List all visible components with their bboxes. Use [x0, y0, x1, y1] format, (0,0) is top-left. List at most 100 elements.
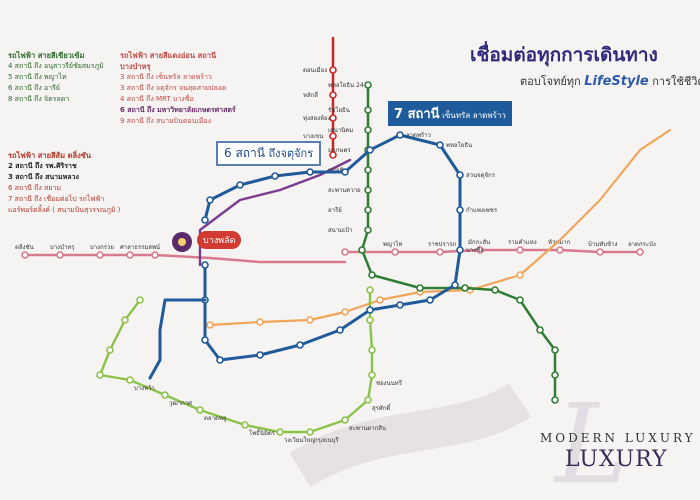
sukhumvit-line-station [551, 346, 559, 354]
orange-line-station [306, 316, 314, 324]
mrt-blue-station [366, 306, 374, 314]
mrt-blue-station [236, 181, 244, 189]
pink-line-station [126, 251, 134, 259]
legend-item: 2 สถานี ถึง รพ.ศิริราช [8, 162, 77, 170]
airport-link-station [476, 246, 484, 254]
station-label: วุฒากาศ [169, 400, 192, 407]
station-label: ทุ่งสองห้อง [303, 115, 331, 122]
mrt-blue-station [436, 141, 444, 149]
mrt-blue-station [396, 131, 404, 139]
red-line-station [329, 132, 337, 140]
station-label: บางเขน [303, 133, 323, 140]
silom-line-path [98, 288, 374, 434]
sukhumvit-line-station [364, 81, 372, 89]
legend-item: 4 สถานี ถึง MRT บางซื่อ [120, 95, 194, 103]
mrt-blue-branch-path [148, 298, 207, 380]
sukhumvit-line-station [364, 186, 372, 194]
legend-item: 6 สถานี ถึง มหาวิทยาลัยเกษตรศาสตร์ [120, 106, 236, 114]
silom-line-station [366, 286, 374, 294]
mrt-blue-station [296, 341, 304, 349]
legend-orange-line: รถไฟฟ้า สายสีส้ม ตลิ่งชัน 2 สถานี ถึง รพ… [8, 150, 208, 216]
silom-line-station [306, 428, 314, 436]
station-label: สนามเป้า [328, 227, 352, 234]
legend-item: แอร์พอร์ตลิ้งค์ ( สนามบินสุวรรณภูมิ ) [8, 206, 121, 214]
silom-line-station [368, 346, 376, 354]
silom-line-station [136, 296, 144, 304]
red-line-station [329, 151, 337, 159]
orange-line-station [206, 321, 214, 329]
station-label: ตลิ่งชัน [15, 243, 34, 251]
callout-chatuchak: 6 สถานี ถึงจตุจักร [216, 141, 322, 166]
sukhumvit-line-station [551, 371, 559, 379]
mrt-blue-station [256, 351, 264, 359]
pink-line-station [96, 251, 104, 259]
legend-item: 7 สถานี ถึง เชื่อมต่อไป รถไฟฟ้า [8, 195, 105, 203]
pink-line-station [56, 251, 64, 259]
airport-link-station [556, 246, 564, 254]
silom-line-station [341, 416, 349, 424]
legend-heading: รถไฟฟ้า สายสีส้ม ตลิ่งชัน [8, 151, 92, 160]
legend-item: 3 สถานี ถึง เซ็นทรัล ลาดพร้าว [120, 73, 212, 81]
station-label: ศาลาธรรมสพน์ [120, 243, 160, 251]
mrt-blue-station [396, 301, 404, 309]
station-label: หัวหมาก [548, 239, 571, 246]
mrt-blue-station [201, 216, 209, 224]
sukhumvit-line-station [461, 284, 469, 292]
airport-link-station [436, 248, 444, 256]
sukhumvit-line-station [536, 326, 544, 334]
station-label: บางกรวย [90, 244, 114, 251]
sukhumvit-line-station [551, 396, 559, 404]
silom-line-station [161, 391, 169, 399]
station-label: รามคำแหง [508, 239, 537, 246]
silom-line-station [366, 316, 374, 324]
mrt-blue-station [271, 172, 279, 180]
station-label: บางบำหรุ [50, 244, 75, 251]
sukhumvit-line-station [364, 166, 372, 174]
mrt-blue-station [206, 196, 214, 204]
station-label: บางหว้า [134, 385, 155, 392]
airport-link-station [391, 248, 399, 256]
station-label: ลาดพร้าว [406, 132, 431, 139]
silom-line-station [126, 376, 134, 384]
station-label: ดอนเมือง [303, 66, 327, 74]
silom-line-station [276, 428, 284, 436]
red-line-station [329, 91, 337, 99]
sukhumvit-line-station [368, 271, 376, 279]
orange-line-station [256, 318, 264, 326]
mrt-blue-station [201, 261, 209, 269]
silom-line-station [241, 421, 249, 429]
red-line-station [329, 114, 337, 122]
silom-line-station [364, 396, 372, 404]
pink-line-station [21, 251, 29, 259]
station-label: หลักสี่ [303, 91, 318, 99]
sukhumvit-line-station [364, 226, 372, 234]
sukhumvit-line-station [491, 286, 499, 294]
airport-link-station [516, 246, 524, 254]
mrt-blue-station [451, 281, 459, 289]
silom-line-station [368, 371, 376, 379]
legend-item: 8 สถานี ถึง จิตรลดา [8, 95, 70, 103]
mrt-blue-station [456, 171, 464, 179]
callout-number: 6 สถานี [224, 146, 265, 160]
station-label: โพธิ์นิมิตร [249, 428, 276, 437]
airport-link-station [596, 248, 604, 256]
subtitle-prefix: ตอบโจทย์ทุก [520, 75, 581, 88]
legend-heading: รถไฟฟ้า สายสีเขียวเข้ม [8, 51, 85, 60]
orange-line-station [376, 296, 384, 304]
silom-line-station [196, 406, 204, 414]
mrt-blue-station [366, 146, 374, 154]
legend-item: 3 สถานี ถึง สนามหลวง [8, 173, 79, 181]
legend-item: 6 สถานี ถึง สยาม [8, 184, 61, 192]
station-label: สะพานตากสิน [349, 425, 386, 432]
legend-item: 6 สถานี ถึง อารีย์ [8, 84, 61, 92]
brand-line-1: MODERN LUXURY L [540, 431, 700, 445]
legend-item: 4 สถานี ถึง อนุสาวรีย์ชัยสมรภูมิ [8, 62, 104, 70]
page-title: เชื่อมต่อทุกการเดินทาง [470, 44, 658, 66]
mrt-blue-station [456, 206, 464, 214]
background-swirl [289, 382, 532, 488]
mrt-blue-station [306, 168, 314, 176]
sukhumvit-line-station [364, 206, 372, 214]
orange-line-station [516, 271, 524, 279]
